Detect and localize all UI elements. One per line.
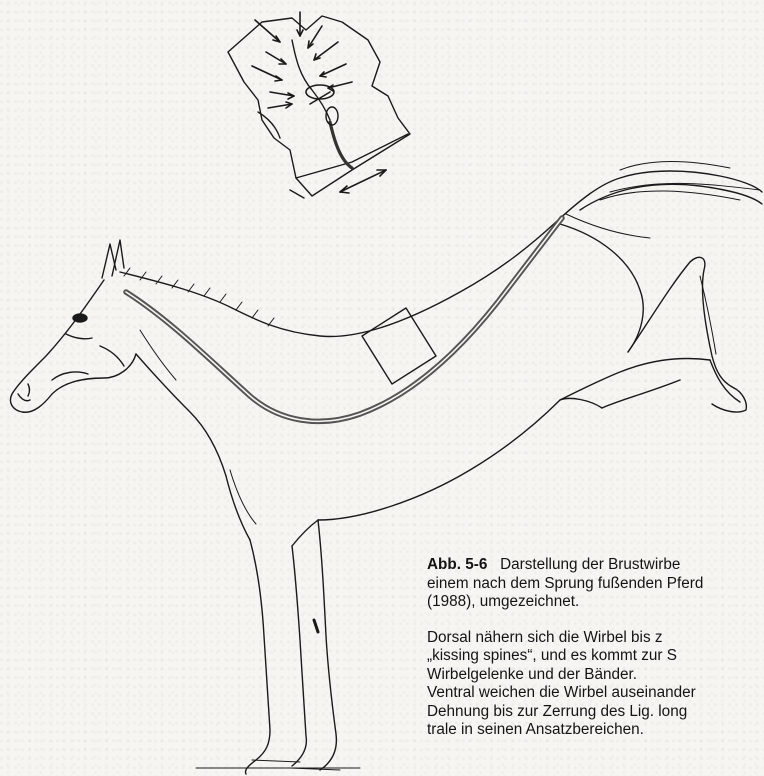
caption-title-line-3: (1988), umgezeichnet. <box>427 593 764 612</box>
caption-spacer <box>427 612 764 629</box>
caption-title-line-2: einem nach dem Sprung fußenden Pferd <box>427 575 764 594</box>
caption-body-line-3: Wirbelgelenke und der Bänder. <box>427 666 764 685</box>
caption-title-line-1: Abb. 5-6 Darstellung der Brustwirbe <box>427 556 764 575</box>
caption-body-line-4: Ventral weichen die Wirbel auseinander <box>427 684 764 703</box>
caption-body-line-6: trale in seinen Ansatzbereichen. <box>427 721 764 740</box>
caption-body-line-1: Dorsal nähern sich die Wirbel bis z <box>427 629 764 648</box>
figure-label: Abb. 5-6 <box>427 556 487 573</box>
caption-body-line-2: „kissing spines“, und es kommt zur S <box>427 647 764 666</box>
figure-caption: Abb. 5-6 Darstellung der Brustwirbe eine… <box>427 556 764 740</box>
detail-region-square <box>362 308 436 384</box>
caption-body-line-5: Dehnung bis zur Zerrung des Lig. long <box>427 703 764 722</box>
spine-band <box>126 218 562 421</box>
vertebrae-inset <box>228 12 410 198</box>
